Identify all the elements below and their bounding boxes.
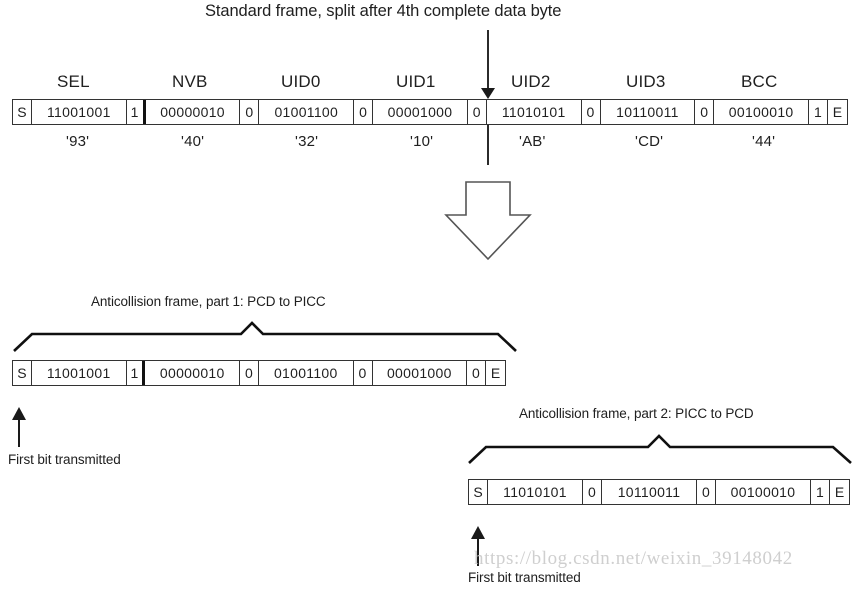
first-bit-arrowhead-part2 <box>471 526 485 539</box>
first-bit-arrow-shaft-part2 <box>477 538 479 566</box>
hex-label-uid3: 'CD' <box>635 133 664 150</box>
frame-cell-data-byte: 11010101 <box>488 480 583 504</box>
frame-cell-parity-bit: 1 <box>127 100 146 124</box>
frame-cell-parity-bit: 0 <box>467 361 487 385</box>
field-label-uid3: UID3 <box>626 72 666 91</box>
hex-label-nvb: '40' <box>181 133 205 150</box>
field-label-nvb: NVB <box>172 72 208 91</box>
frame-cell-parity-bit: 0 <box>354 100 374 124</box>
watermark: https://blog.csdn.net/weixin_39148042 <box>474 548 793 569</box>
frame-cell-parity-bit: 0 <box>354 361 373 385</box>
frame-cell-start: S <box>469 480 488 504</box>
frame-cell-start: S <box>13 100 32 124</box>
field-label-sel: SEL <box>57 72 90 91</box>
hex-label-uid1: '10' <box>410 133 434 150</box>
field-label-uid1: UID1 <box>396 72 436 91</box>
frame-cell-data-byte: 10110011 <box>602 480 697 504</box>
frame-cell-data-byte: 11001001 <box>32 361 127 385</box>
hex-label-uid0: '32' <box>295 133 319 150</box>
field-label-uid0: UID0 <box>281 72 321 91</box>
frame-cell-parity-bit: 1 <box>811 480 830 504</box>
part1-label: Anticollision frame, part 1: PCD to PICC <box>91 294 326 309</box>
frame-cell-data-byte: 11001001 <box>32 100 127 124</box>
frame-cell-end: E <box>834 484 845 500</box>
frame-cell-end: E <box>832 104 843 120</box>
block-down-arrow <box>444 181 532 261</box>
frame-cell-data-byte: 01001100 <box>259 361 354 385</box>
frame-cell-data-byte: 00001000 <box>373 100 468 124</box>
frame-cell-parity-bit: 1 <box>809 100 828 124</box>
first-bit-arrowhead-part1 <box>12 407 26 420</box>
first-bit-arrow-shaft-part1 <box>18 419 20 447</box>
first-bit-label-part1: First bit transmitted <box>8 452 121 467</box>
hex-label-uid2: 'AB' <box>519 133 546 150</box>
frame-cell-data-byte: 10110011 <box>601 100 696 124</box>
split-marker-line-lower <box>487 100 489 165</box>
frame-cell-data-byte: 00100010 <box>714 100 810 124</box>
field-label-bcc: BCC <box>741 72 778 91</box>
frame-cell-parity-bit: 0 <box>240 100 260 124</box>
frame-cell-data-byte: 01001100 <box>259 100 355 124</box>
hex-label-sel: '93' <box>66 133 90 150</box>
diagram-title: Standard frame, split after 4th complete… <box>205 2 562 20</box>
frame-cell-parity-bit: 0 <box>695 100 715 124</box>
field-label-uid2: UID2 <box>511 72 551 91</box>
first-bit-label-part2: First bit transmitted <box>468 570 581 585</box>
frame-cell-data-byte: 00000010 <box>145 361 241 385</box>
frame-cell-parity-bit: 0 <box>697 480 716 504</box>
brace-part2 <box>468 434 852 464</box>
brace-part1 <box>13 321 517 352</box>
frame-cell-parity-bit: 0 <box>468 100 487 124</box>
part2-label: Anticollision frame, part 2: PICC to PCD <box>519 406 754 421</box>
hex-label-bcc: '44' <box>752 133 776 150</box>
frame-cell-data-byte: 00000010 <box>146 100 241 124</box>
frame-cell-parity-bit: 0 <box>582 100 601 124</box>
frame-cell-end: E <box>490 365 501 381</box>
frame-cell-data-byte: 00100010 <box>716 480 811 504</box>
frame-cell-start: S <box>13 361 32 385</box>
frame-cell-data-byte: 00001000 <box>373 361 468 385</box>
split-marker-line-upper <box>487 30 489 93</box>
frame-cell-data-byte: 11010101 <box>487 100 582 124</box>
frame-cell-parity-bit: 0 <box>240 361 259 385</box>
frame-cell-parity-bit: 0 <box>583 480 602 504</box>
split-marker-arrowhead <box>481 88 495 99</box>
frame-cell-parity-bit: 1 <box>127 361 146 385</box>
